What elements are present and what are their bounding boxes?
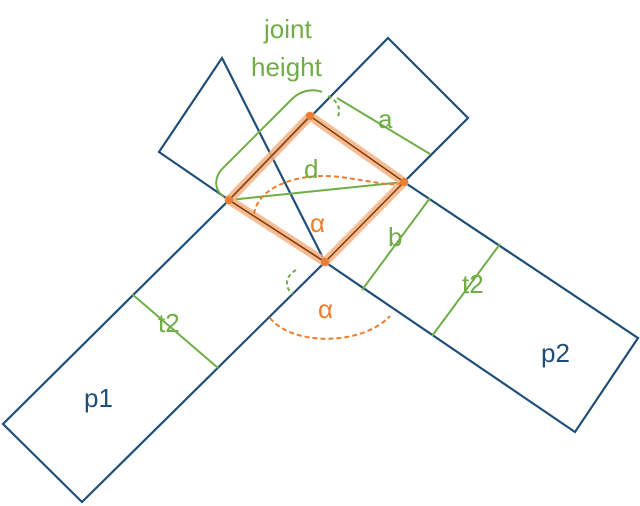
outer-angle-arc — [269, 315, 391, 340]
node-left — [225, 196, 233, 204]
joint-diamond-outline — [227, 115, 406, 263]
label-a: a — [378, 104, 393, 134]
label-t2-right: t2 — [462, 269, 484, 299]
label-alpha-inner: α — [310, 208, 325, 238]
label-p1: p1 — [84, 383, 113, 413]
node-bottom — [321, 258, 329, 266]
diagonal-d-line — [228, 181, 405, 201]
label-height: height — [251, 52, 323, 82]
right-angle-top-mark — [327, 95, 341, 119]
thickness-t2-left-line — [131, 293, 219, 369]
label-t2-left: t2 — [158, 308, 180, 338]
right-angle-bottom-mark — [286, 269, 297, 295]
label-joint: joint — [263, 14, 312, 44]
label-p2: p2 — [541, 338, 570, 368]
beam-p1-outline — [1, 55, 327, 504]
dimension-a-line — [336, 97, 431, 155]
label-d: d — [304, 154, 318, 184]
joint-height-bracket — [215, 89, 323, 198]
label-b: b — [388, 222, 402, 252]
dimension-b-line — [361, 197, 431, 291]
node-right — [400, 178, 408, 186]
node-top — [306, 112, 314, 120]
inner-angle-arc — [253, 175, 405, 215]
label-alpha-outer: α — [318, 294, 333, 324]
joint-diamond-highlight — [224, 111, 409, 267]
thickness-t2-right-line — [431, 243, 501, 337]
